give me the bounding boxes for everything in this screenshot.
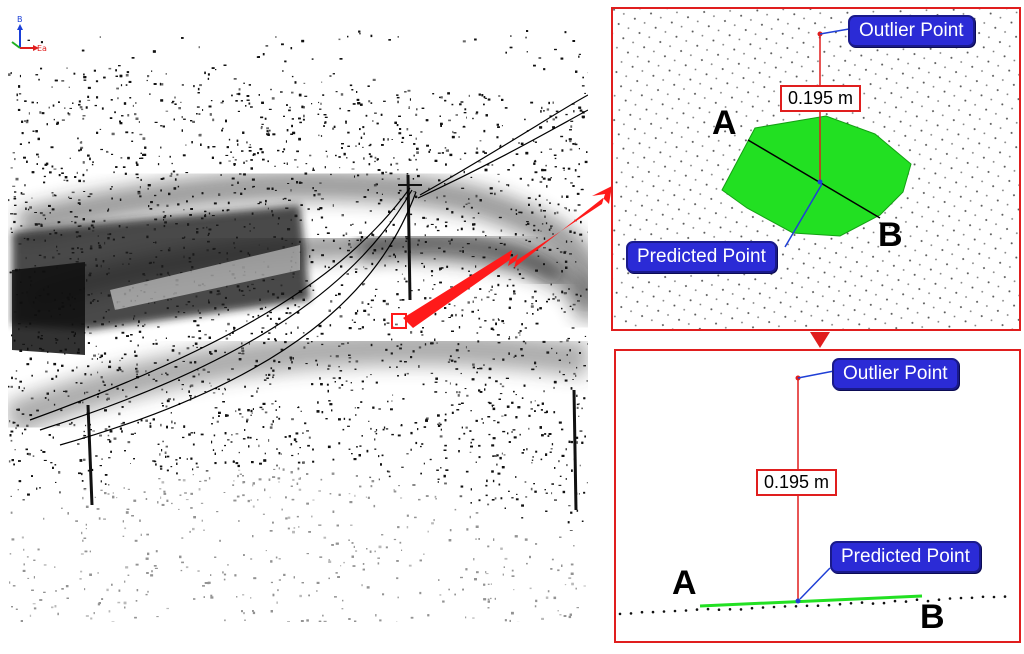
endpoint-a-label: A	[712, 106, 737, 140]
foreground-ground	[8, 468, 588, 622]
top-detail-panel	[612, 8, 1020, 330]
point-cloud-view	[8, 30, 590, 624]
distance-label: 0.195 m	[756, 469, 837, 496]
outlier-point-callout: Outlier Point	[848, 15, 975, 47]
predicted-point-marker	[818, 180, 823, 185]
predicted-point-callout: Predicted Point	[626, 241, 777, 273]
selection-marker	[392, 314, 406, 328]
distance-label: 0.195 m	[780, 85, 861, 112]
predicted-point-marker	[796, 599, 801, 604]
endpoint-b-label: B	[920, 600, 945, 634]
outlier-point-callout: Outlier Point	[832, 358, 959, 390]
endpoint-b-label: B	[878, 218, 903, 252]
axis-label-right: Ea	[37, 45, 47, 53]
axis-gizmo	[12, 24, 39, 51]
predicted-point-callout: Predicted Point	[830, 541, 981, 573]
endpoint-a-label: A	[672, 566, 697, 600]
axis-label-up: B	[17, 16, 23, 24]
down-arrow	[810, 332, 830, 348]
